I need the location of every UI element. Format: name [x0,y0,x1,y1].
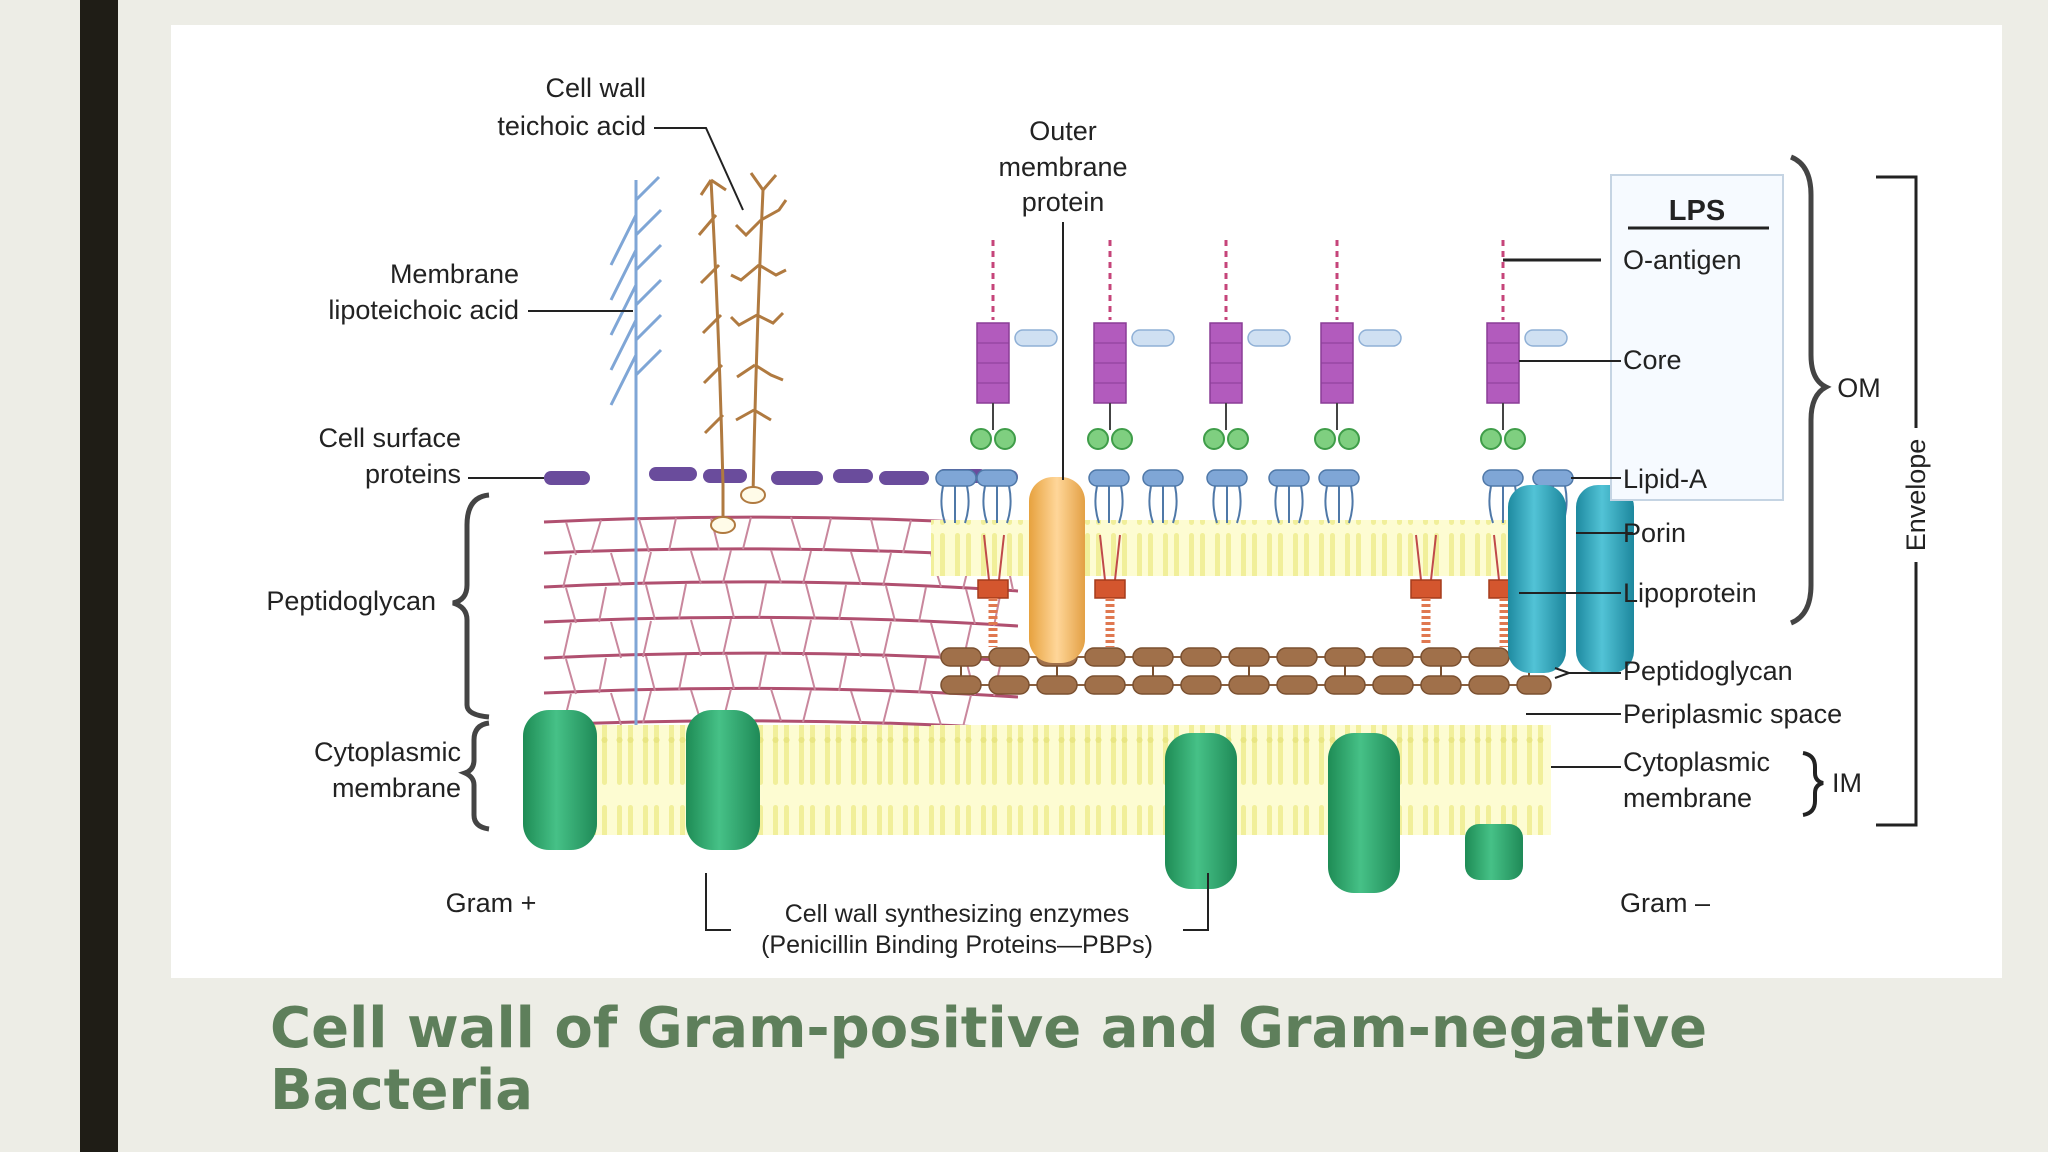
gram-negative-label: Gram – [1620,888,1710,918]
teichoic-acid-anchor [740,486,766,504]
lps-unit [970,240,1058,450]
lipoprotein [977,534,1009,647]
gram-negative-cytoplasmic-membrane [931,725,1551,835]
gram-negative-membrane-label-line2: membrane [1623,783,1752,813]
enzymes-bracket [705,873,1209,931]
lipoprotein-label: Lipoprotein [1623,578,1757,608]
envelope-bracket [1876,175,1918,827]
slide-title-line2: Bacteria [270,1058,534,1123]
gram-positive-membrane-label-line2: membrane [332,773,461,803]
teichoic-acid-leader [654,127,744,211]
enzymes-label-line2: (Penicillin Binding Proteins—PBPs) [761,931,1153,959]
gram-negative-peptidoglycan [940,647,1552,695]
teichoic-acid-anchor [710,516,736,534]
gram-negative-cell-wall [931,240,1634,893]
gram-positive-membrane-protein [686,710,760,850]
peptidoglycan-brace [452,492,490,720]
lps-header: LPS [1669,195,1725,227]
gram-positive-peptidoglycan-label: Peptidoglycan [266,586,436,616]
lipid-a-heads [935,469,1574,487]
enzymes-label-line1: Cell wall synthesizing enzymes [785,900,1130,928]
peptidoglycan-leader [1554,667,1621,679]
slide-title: Cell wall of Gram-positive and Gram-nega… [270,998,1870,1122]
om-label: OM [1837,373,1881,403]
lipoproteins [977,534,1520,647]
slide-side-bar [80,0,118,1152]
membrane-brace [458,720,490,832]
omp-label-line1: Outer [1029,116,1097,146]
lipoteichoic-label-line2: lipoteichoic acid [328,295,519,325]
gram-positive-label: Gram + [446,888,537,918]
periplasmic-space-label: Periplasmic space [1623,699,1842,729]
omp-label-line3: protein [1022,187,1105,217]
lps-unit [1087,240,1175,450]
lipoprotein [1410,534,1442,643]
enzymes-caption: Cell wall synthesizing enzymes (Penicill… [705,873,1209,959]
teichoic-acid-label-line1: Cell wall [545,73,646,103]
surface-proteins-label-line2: proteins [365,459,461,489]
teichoic-acid-label-line2: teichoic acid [497,111,646,141]
gram-positive-membrane-protein [523,710,597,850]
surface-proteins-label-line1: Cell surface [318,423,461,453]
outer-membrane-bilayer [931,520,1551,576]
gram-negative-membrane-label-line1: Cytoplasmic [1623,747,1770,777]
gram-negative-membrane-protein [1165,733,1237,889]
lps-unit [1480,240,1568,450]
peptidoglycan-crosslinks [562,516,1014,728]
cell-wall-svg: Cell wall teichoic acid Membrane lipotei… [266,73,1931,959]
core-label: Core [1623,345,1682,375]
envelope-label: Envelope [1901,439,1931,552]
cell-wall-teichoic-acid [697,172,788,522]
lipoprotein [1094,534,1126,647]
gram-negative-peptidoglycan-label: Peptidoglycan [1623,656,1793,686]
im-label: IM [1832,768,1862,798]
gram-negative-labels: Outer membrane protein LPS O-antigen Cor… [998,116,1931,918]
gram-positive-membrane-label-line1: Cytoplasmic [314,737,461,767]
lps-units [970,240,1568,450]
porin [1508,485,1566,673]
lps-unit [1314,240,1402,450]
gram-negative-small-membrane-protein [1465,824,1523,880]
slide-title-line1: Cell wall of Gram-positive and Gram-nega… [270,996,1708,1061]
porin-label: Porin [1623,518,1686,548]
outer-membrane-protein [1029,477,1085,663]
omp-label-line2: membrane [998,152,1127,182]
lipid-a-label: Lipid-A [1623,464,1707,494]
lipoteichoic-label-line1: Membrane [390,259,519,289]
cell-wall-diagram: Cell wall teichoic acid Membrane lipotei… [171,25,2002,978]
gram-negative-membrane-protein [1328,733,1400,893]
im-brace [1802,751,1824,817]
om-brace [1789,154,1832,626]
lps-unit [1203,240,1291,450]
lipoteichoic-acid [609,175,663,725]
gram-positive-labels: Cell wall teichoic acid Membrane lipotei… [266,73,744,918]
o-antigen-label: O-antigen [1623,245,1742,275]
